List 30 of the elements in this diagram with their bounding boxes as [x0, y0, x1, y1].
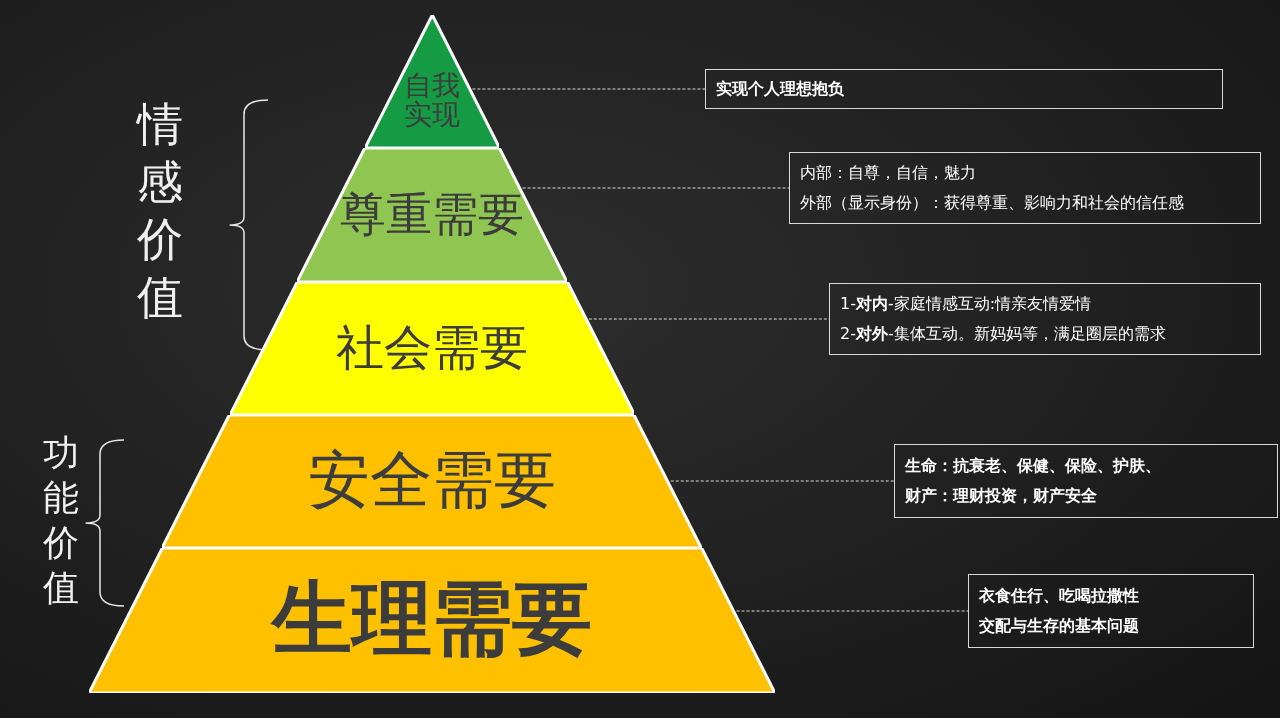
- note-text: 内部：自尊，自信，魅力: [800, 162, 977, 184]
- leader-line: [670, 480, 895, 482]
- pyramid-tier: [89, 548, 775, 693]
- note-box: [829, 283, 1261, 355]
- note-text: 2-对外-集体互动。新妈妈等，满足圈层的需求: [840, 323, 1167, 345]
- note-text: 交配与生存的基本问题: [979, 615, 1140, 637]
- note-text: 生命：抗衰老、保健、保险、护肤、: [905, 455, 1162, 477]
- note-box: [894, 444, 1278, 518]
- leader-line: [735, 610, 969, 612]
- tier-label: 自我实现: [403, 70, 461, 130]
- note-text: 衣食住行、吃喝拉撒性: [979, 585, 1140, 607]
- leader-line: [521, 187, 790, 189]
- tier-label: 生理需要: [269, 576, 593, 661]
- tier-label: 安全需要: [307, 447, 557, 513]
- note-box: [968, 574, 1254, 648]
- pyramid-tier: [162, 415, 702, 548]
- note-text: 财产：理财投资，财产安全: [905, 485, 1098, 507]
- note-text: 外部（显示身份）：获得尊重、影响力和社会的信任感: [800, 192, 1185, 214]
- side-label: 功能价值: [42, 431, 80, 610]
- pyramid-tier: [296, 148, 568, 282]
- tier-label: 尊重需要: [339, 189, 525, 238]
- note-box: [789, 152, 1261, 224]
- leader-line: [471, 88, 706, 90]
- tier-label: 社会需要: [335, 322, 529, 373]
- side-label: 情感价值: [136, 96, 184, 326]
- pyramid-tier: [229, 282, 635, 415]
- note-text: 实现个人理想抱负: [716, 78, 845, 100]
- note-box: [705, 69, 1223, 109]
- note-text: 1-对内-家庭情感互动:情亲友情爱情: [840, 293, 1093, 315]
- leader-line: [588, 318, 830, 320]
